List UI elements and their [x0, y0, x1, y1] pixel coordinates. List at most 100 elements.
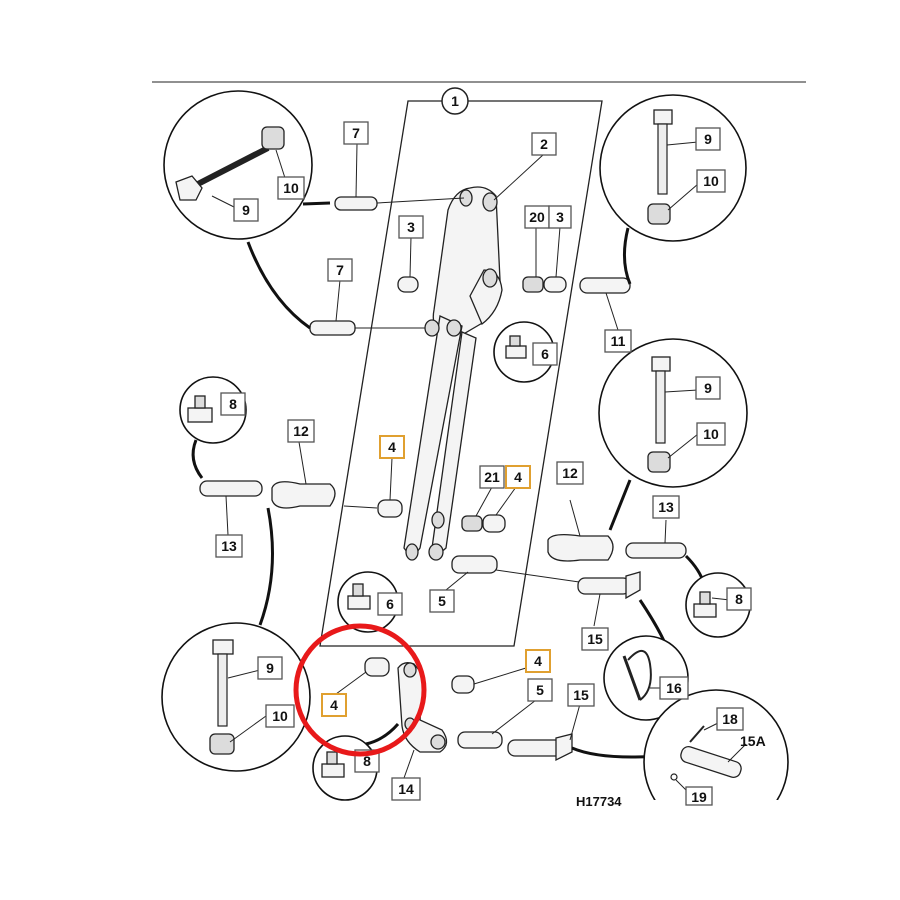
loader-arm: [403, 186, 503, 561]
bushing-4d: [451, 675, 475, 694]
label-7b: 7: [327, 258, 353, 282]
bushing-4c: [364, 657, 390, 677]
label-4b: 4: [505, 465, 531, 489]
detail-circle-top-left: [163, 90, 331, 330]
svg-text:8: 8: [363, 753, 371, 769]
label-5a: 5: [429, 589, 455, 613]
label-6b: 6: [377, 592, 403, 616]
detail-circle-15A: [643, 689, 789, 800]
grease-bush-20: [522, 276, 544, 293]
svg-text:4: 4: [388, 439, 396, 455]
svg-text:19: 19: [691, 789, 707, 805]
label-8b: 8: [726, 587, 752, 611]
label-4c: 4: [321, 693, 347, 717]
label-7a: 7: [343, 121, 369, 145]
pin-5a: [451, 555, 498, 574]
svg-text:8: 8: [735, 591, 743, 607]
svg-text:10: 10: [703, 173, 719, 189]
svg-text:9: 9: [704, 380, 712, 396]
bushing-3b: [543, 276, 567, 293]
label-2: 2: [531, 132, 557, 156]
bushing-4b: [482, 514, 506, 533]
pin-15b: [507, 703, 581, 762]
bushing-4a: [377, 499, 403, 518]
label-3b: 3: [548, 205, 572, 229]
label-13a: 13: [215, 534, 243, 558]
svg-text:3: 3: [407, 219, 415, 235]
svg-text:10: 10: [703, 426, 719, 442]
label-5b: 5: [527, 678, 553, 702]
svg-text:9: 9: [242, 202, 250, 218]
svg-text:10: 10: [272, 708, 288, 724]
label-9c: 9: [695, 376, 721, 400]
svg-text:12: 12: [562, 465, 578, 481]
grease-nipple-6a: [493, 321, 555, 383]
label-15a: 15: [581, 627, 609, 651]
label-15A: 15A: [740, 733, 766, 749]
frame-leaders: [335, 143, 619, 591]
svg-text:15A: 15A: [740, 733, 766, 749]
label-4a: 4: [379, 435, 405, 459]
svg-text:4: 4: [514, 469, 522, 485]
svg-text:11: 11: [611, 333, 626, 349]
svg-text:12: 12: [293, 423, 309, 439]
label-6a: 6: [532, 342, 558, 366]
svg-text:5: 5: [536, 682, 544, 698]
label-12b: 12: [556, 461, 584, 485]
svg-text:6: 6: [541, 346, 549, 362]
label-21: 21: [479, 465, 505, 489]
label-10b: 10: [696, 169, 726, 193]
svg-text:20: 20: [529, 209, 545, 225]
pin-5b: [457, 731, 503, 749]
label-10d: 10: [265, 704, 295, 728]
label-19: 19: [685, 786, 713, 806]
detail-right-mid: [547, 338, 751, 638]
label-15b: 15: [567, 683, 595, 707]
bushing-3a: [397, 276, 419, 293]
svg-text:18: 18: [722, 711, 738, 727]
svg-text:5: 5: [438, 593, 446, 609]
svg-text:2: 2: [540, 136, 548, 152]
label-10a: 10: [277, 176, 305, 200]
label-10c: 10: [696, 422, 726, 446]
svg-text:15: 15: [573, 687, 589, 703]
label-3a: 3: [398, 215, 424, 239]
pin-7b: [309, 320, 356, 336]
svg-text:10: 10: [283, 180, 299, 196]
label-12a: 12: [287, 419, 315, 443]
label-4d: 4: [525, 649, 551, 673]
pin-11: [579, 277, 631, 294]
svg-text:14: 14: [398, 781, 414, 797]
svg-text:3: 3: [556, 209, 564, 225]
svg-text:7: 7: [352, 125, 360, 141]
label-11: 11: [604, 329, 632, 353]
assembly-callout-1: 1: [441, 87, 469, 115]
svg-text:4: 4: [330, 697, 338, 713]
label-14: 14: [391, 777, 421, 801]
label-20: 20: [524, 205, 550, 229]
figure-reference: H17734: [576, 794, 622, 809]
label-9b: 9: [695, 127, 721, 151]
pin-15a: [577, 571, 641, 627]
svg-text:21: 21: [484, 469, 500, 485]
svg-text:16: 16: [666, 680, 682, 696]
grease-bush-21: [461, 515, 483, 532]
label-16: 16: [659, 676, 689, 700]
highlight-ring: [293, 623, 427, 757]
assembly-callout-text: 1: [451, 93, 459, 109]
svg-text:4: 4: [534, 653, 542, 669]
detail-circle-bottom-left: [161, 622, 311, 772]
svg-text:9: 9: [266, 660, 274, 676]
svg-text:8: 8: [229, 396, 237, 412]
label-13b: 13: [652, 495, 680, 519]
svg-text:13: 13: [658, 499, 674, 515]
assembly-frame: [319, 100, 603, 647]
label-18: 18: [716, 707, 744, 731]
svg-text:7: 7: [336, 262, 344, 278]
label-9a: 9: [233, 198, 259, 222]
svg-text:13: 13: [221, 538, 237, 554]
svg-text:9: 9: [704, 131, 712, 147]
pin-7a: [334, 196, 378, 211]
svg-text:15: 15: [587, 631, 603, 647]
